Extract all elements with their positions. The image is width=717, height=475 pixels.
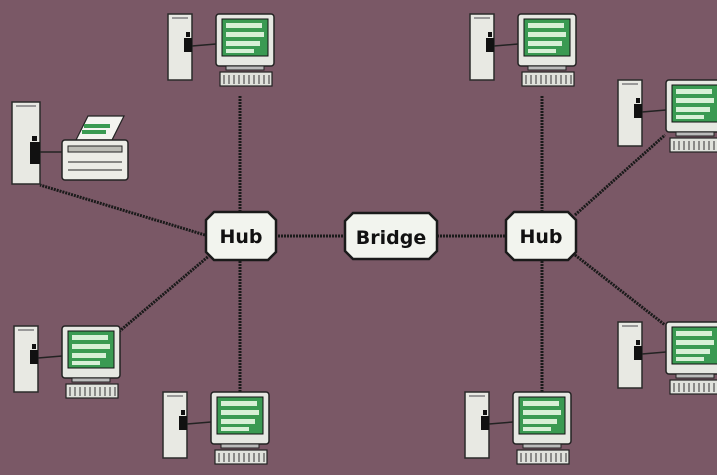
workstation-right-upper[interactable]: [617, 79, 717, 153]
workstation-bottom-left[interactable]: [13, 325, 121, 399]
workstation-top-right[interactable]: [469, 13, 577, 87]
workstation-top-left[interactable]: [167, 13, 275, 87]
printer-station[interactable]: [11, 101, 129, 185]
hub-right-node[interactable]: Hub: [504, 210, 578, 262]
link-hub-right-topright: [574, 133, 666, 217]
link-hub-right-bottomright: [574, 253, 666, 327]
bridge-node[interactable]: Bridge: [343, 211, 439, 261]
workstation-right-lower[interactable]: [617, 321, 717, 395]
desktop-computer-icon: [167, 13, 275, 87]
workstation-bottom-center-right[interactable]: [464, 391, 572, 465]
workstation-bottom-center-left[interactable]: [162, 391, 270, 465]
hub-right-label: Hub: [519, 226, 562, 248]
link-hub-left-printer: [39, 183, 206, 237]
link-hub-left-bottomleft: [114, 253, 211, 337]
bridge-label: Bridge: [356, 227, 426, 249]
desktop-computer-icon: [13, 325, 121, 399]
desktop-computer-icon: [617, 321, 717, 395]
hub-left-node[interactable]: Hub: [204, 210, 278, 262]
hub-left-label: Hub: [219, 226, 262, 248]
printer-icon: [61, 115, 129, 181]
desktop-computer-icon: [617, 79, 717, 153]
desktop-computer-icon: [162, 391, 270, 465]
desktop-computer-icon: [464, 391, 572, 465]
connections: [39, 95, 666, 395]
desktop-computer-icon: [469, 13, 577, 87]
